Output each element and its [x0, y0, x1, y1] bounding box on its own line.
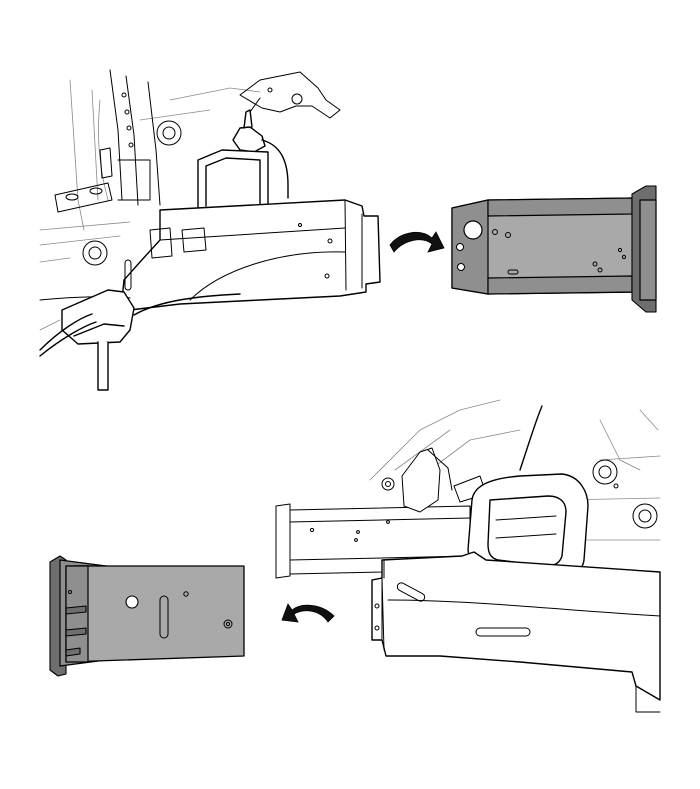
top-bushing — [82, 120, 182, 266]
top-removed-extension — [451, 185, 657, 313]
arrow-right-icon — [389, 231, 445, 253]
top-background-structure — [39, 79, 261, 331]
bottom-mount-bracket — [467, 405, 589, 581]
top-side-member — [39, 199, 381, 311]
top-connector — [232, 109, 289, 199]
bottom-side-member — [371, 551, 661, 713]
top-hose-loop — [197, 149, 269, 211]
bottom-bushing — [592, 459, 658, 529]
bottom-vehicle-body — [275, 399, 661, 713]
top-upper-bracket — [239, 71, 341, 119]
bottom-suspension-bracket — [381, 447, 487, 513]
arrow-left-icon — [281, 603, 335, 623]
top-pillar — [99, 69, 161, 206]
top-harness-clip — [39, 289, 241, 391]
top-side-bracket — [54, 182, 113, 213]
bottom-new-extension — [49, 555, 245, 677]
top-vehicle-body — [39, 69, 381, 391]
